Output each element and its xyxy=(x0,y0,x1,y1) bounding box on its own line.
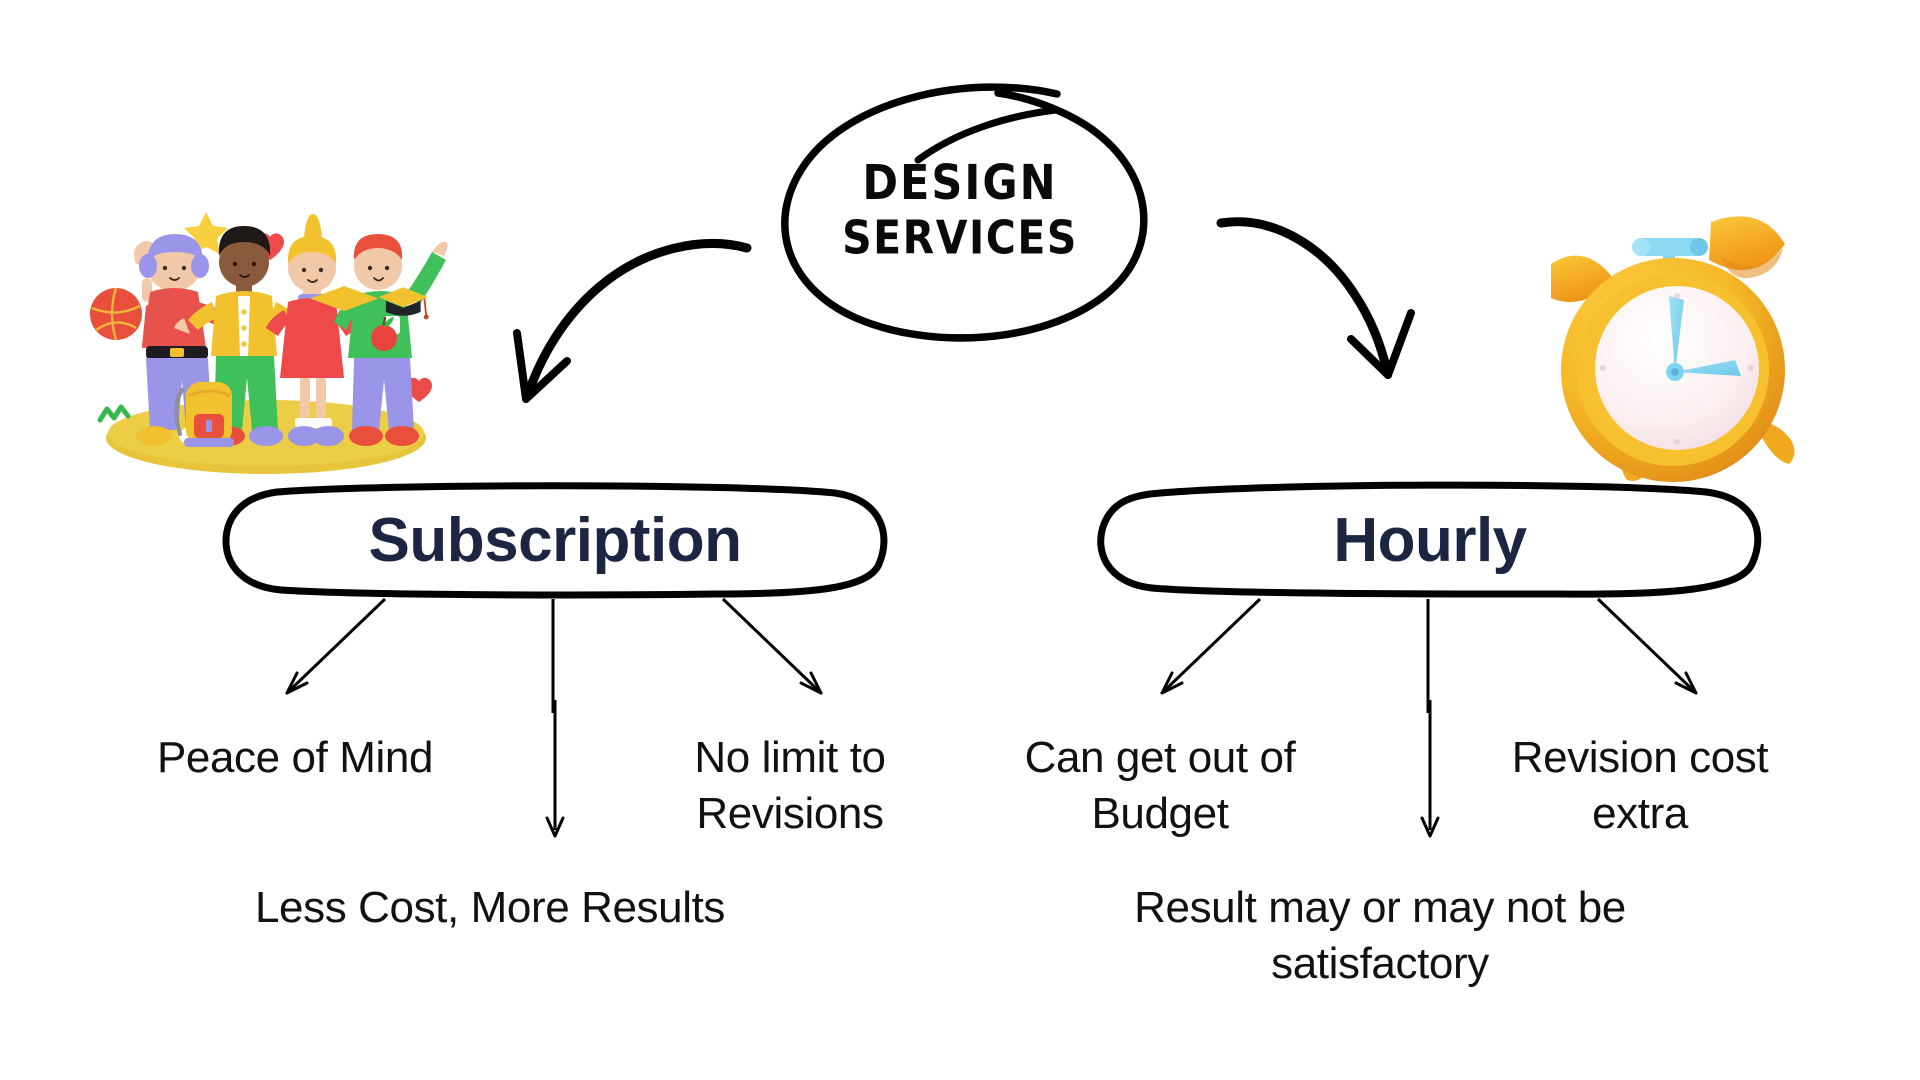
leaf-text-line2: extra xyxy=(1592,789,1688,839)
curved-arrow-down-right-icon xyxy=(1216,217,1415,379)
subscription-leaf-less-cost: Less Cost, More Results xyxy=(170,880,810,936)
curved-arrow-down-left-icon xyxy=(513,239,752,403)
hourly-leaf-out-of-budget: Can get out of Budget xyxy=(980,730,1340,843)
alarm-clock-3d-icon xyxy=(1551,216,1795,482)
leaf-text-line1: Revision cost xyxy=(1511,733,1769,782)
subscription-branch-arrows xyxy=(215,595,895,715)
hourly-leaf-revision-cost-extra: Revision cost extra xyxy=(1450,730,1830,843)
hourly-leaf-result-satisfactory: Result may or may not be satisfactory xyxy=(1050,880,1710,993)
hourly-branch-arrows xyxy=(1090,595,1770,715)
three-branch-arrows-icon xyxy=(1160,597,1698,713)
subscription-leaf-no-limit-revisions: No limit to Revisions xyxy=(620,730,960,843)
curved-arrow-to-subscription xyxy=(495,215,775,415)
pill-outline-shape xyxy=(222,482,888,599)
down-arrow-icon xyxy=(545,700,565,838)
leaf-text: Less Cost, More Results xyxy=(254,883,726,932)
subscription-label: Subscription xyxy=(368,505,742,575)
pill-outline-shape xyxy=(1097,481,1762,598)
leaf-text-line2: Budget xyxy=(1091,789,1229,839)
subscription-center-stem xyxy=(535,700,575,840)
people-team-illustration xyxy=(88,190,448,490)
people-team-3d-icon xyxy=(90,212,448,474)
leaf-text-line1: Can get out of xyxy=(1024,733,1296,782)
oval-outline-icon xyxy=(781,83,1148,342)
hourly-center-stem xyxy=(1410,700,1450,840)
leaf-text-line2: Revisions xyxy=(696,789,884,839)
down-arrow-icon xyxy=(1420,700,1440,838)
three-branch-arrows-icon xyxy=(285,597,823,713)
leaf-text-line1: Result may or may not be xyxy=(1134,883,1626,932)
alarm-clock-illustration xyxy=(1545,200,1865,500)
leaf-text-line2: satisfactory xyxy=(1271,939,1489,989)
hourly-label: Hourly xyxy=(1333,505,1527,575)
hourly-node[interactable]: Hourly xyxy=(1090,480,1770,600)
leaf-text-line1: No limit to xyxy=(694,733,886,782)
subscription-node[interactable]: Subscription xyxy=(215,480,895,600)
leaf-text: Peace of Mind xyxy=(156,733,434,782)
subscription-leaf-peace-of-mind: Peace of Mind xyxy=(95,730,495,786)
design-services-bubble: DESIGN SERVICES xyxy=(770,68,1150,343)
curved-arrow-to-hourly xyxy=(1215,195,1475,395)
